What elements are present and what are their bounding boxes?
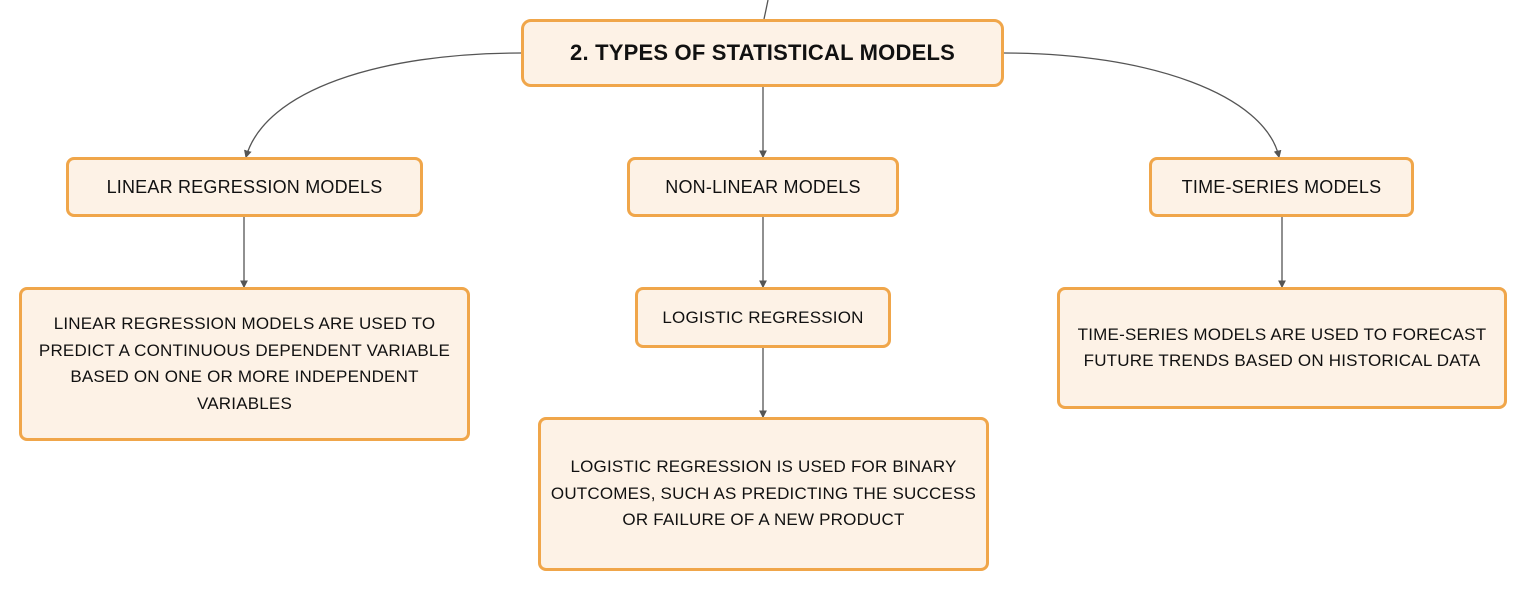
linear-regression-description: LINEAR REGRESSION MODELS ARE USED TO PRE… bbox=[38, 314, 451, 413]
logistic-regression-label: LOGISTIC REGRESSION bbox=[662, 307, 864, 327]
connector-root-to-linear bbox=[244, 52, 522, 159]
time-series-label: TIME-SERIES MODELS bbox=[1181, 176, 1382, 197]
time-series-description-node[interactable]: TIME-SERIES MODELS ARE USED TO FORECAST … bbox=[1057, 287, 1507, 409]
linear-regression-node[interactable]: LINEAR REGRESSION MODELS bbox=[66, 157, 423, 217]
linear-regression-label: LINEAR REGRESSION MODELS bbox=[106, 176, 383, 197]
connector-root-to-timeseries bbox=[1003, 52, 1282, 159]
time-series-description: TIME-SERIES MODELS ARE USED TO FORECAST … bbox=[1077, 324, 1487, 371]
incoming-connector bbox=[763, 0, 769, 20]
non-linear-label: NON-LINEAR MODELS bbox=[665, 176, 861, 197]
root-node[interactable]: 2. TYPES OF STATISTICAL MODELS bbox=[521, 19, 1004, 87]
time-series-node[interactable]: TIME-SERIES MODELS bbox=[1149, 157, 1414, 217]
non-linear-node[interactable]: NON-LINEAR MODELS bbox=[627, 157, 899, 217]
root-node-label: 2. TYPES OF STATISTICAL MODELS bbox=[570, 40, 955, 65]
logistic-regression-description-node[interactable]: LOGISTIC REGRESSION IS USED FOR BINARY O… bbox=[538, 417, 989, 571]
logistic-regression-node[interactable]: LOGISTIC REGRESSION bbox=[635, 287, 891, 348]
linear-regression-description-node[interactable]: LINEAR REGRESSION MODELS ARE USED TO PRE… bbox=[19, 287, 470, 441]
logistic-regression-description: LOGISTIC REGRESSION IS USED FOR BINARY O… bbox=[550, 457, 977, 530]
